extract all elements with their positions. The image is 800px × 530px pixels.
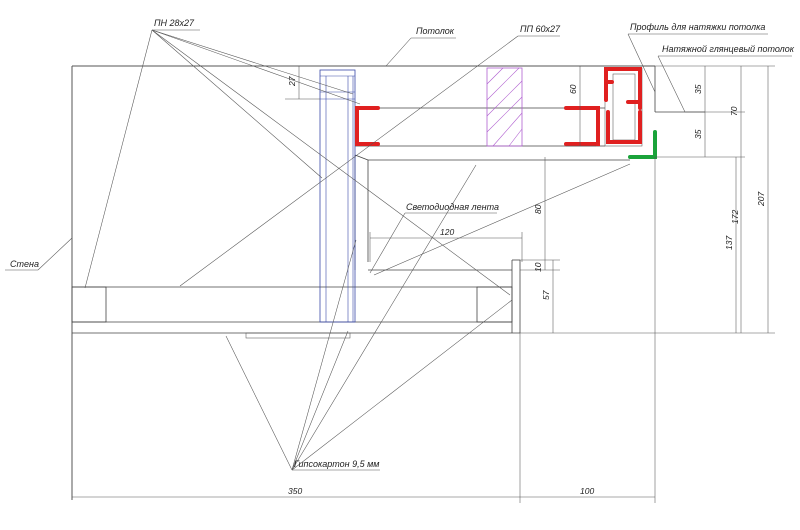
dim-350: 350 <box>288 486 302 496</box>
dim-120: 120 <box>440 227 454 237</box>
dim-172: 172 <box>730 210 740 224</box>
leader-led <box>369 212 406 274</box>
label-glossy-ceiling: Натяжной глянцевый потолок <box>662 44 795 54</box>
leader-drywall-2 <box>291 330 349 471</box>
leader-lines <box>5 29 792 471</box>
dim-60: 60 <box>568 84 578 94</box>
dim-137: 137 <box>724 236 734 250</box>
dim-27: 27 <box>287 76 297 87</box>
dim-10: 10 <box>533 262 543 272</box>
dim-207: 207 <box>756 192 766 207</box>
hatch-5 <box>492 112 523 147</box>
hatch-1 <box>486 67 504 85</box>
hatch-6 <box>508 128 523 147</box>
hanger-profile <box>604 67 643 147</box>
label-pp-profile: ПП 60x27 <box>520 24 561 34</box>
leader-drywall-4 <box>291 299 513 471</box>
leader-pn-2 <box>151 29 323 179</box>
dim-57: 57 <box>541 290 551 300</box>
pp-hatched-section <box>486 67 523 147</box>
leader-pn-1 <box>84 29 153 289</box>
leader-pp <box>179 35 519 287</box>
red-tension-profile-lower <box>606 110 642 144</box>
label-wall: Стена <box>10 259 39 269</box>
label-ceiling: Потолок <box>416 26 455 36</box>
red-channel-right <box>564 106 600 146</box>
text-labels: ПН 28x27 Потолок ПП 60x27 Профиль для на… <box>10 18 795 496</box>
stud-outer <box>319 69 356 323</box>
label-pn-profile: ПН 28x27 <box>154 18 195 28</box>
hatch-4 <box>486 96 523 133</box>
leader-pn-5 <box>151 29 354 95</box>
label-tension-profile: Профиль для натяжки потолка <box>630 22 765 32</box>
red-channel-left <box>355 106 380 146</box>
leader-drywall-5 <box>291 239 357 471</box>
red-tension-profile <box>604 67 642 110</box>
green-corner-profile <box>628 130 657 159</box>
leader-ceiling <box>385 37 412 67</box>
dim-70: 70 <box>729 106 739 116</box>
leader-tension-profile <box>627 33 656 93</box>
dim-80: 80 <box>533 204 543 214</box>
dimension-lines <box>72 65 775 503</box>
pp-hatch-box <box>486 67 523 147</box>
hatch-3 <box>486 80 523 117</box>
pn-profile-left <box>71 286 107 323</box>
dim-100: 100 <box>580 486 594 496</box>
label-led-strip: Светодиодная лента <box>406 202 499 212</box>
leader-glossy <box>657 55 686 113</box>
leader-drywall-1 <box>225 335 293 471</box>
label-drywall: Гипсокартон 9,5 мм <box>294 459 379 469</box>
main-structure <box>71 65 705 500</box>
hanger-profile-inner <box>612 73 636 141</box>
pn-profile-right <box>476 286 513 323</box>
leader-pn-3 <box>151 29 361 105</box>
hatch-2 <box>486 67 520 101</box>
leader-drywall-3 <box>291 164 477 471</box>
dim-35-top: 35 <box>693 84 703 94</box>
leader-wall <box>37 237 73 271</box>
leader-pn-4 <box>151 29 511 296</box>
drywall-strip <box>245 332 351 339</box>
leader-led-2 <box>373 163 631 276</box>
red-highlights <box>355 67 642 146</box>
drop-frame-step <box>354 154 369 161</box>
dim-35-bottom: 35 <box>693 129 703 139</box>
vertical-stud <box>319 69 356 323</box>
